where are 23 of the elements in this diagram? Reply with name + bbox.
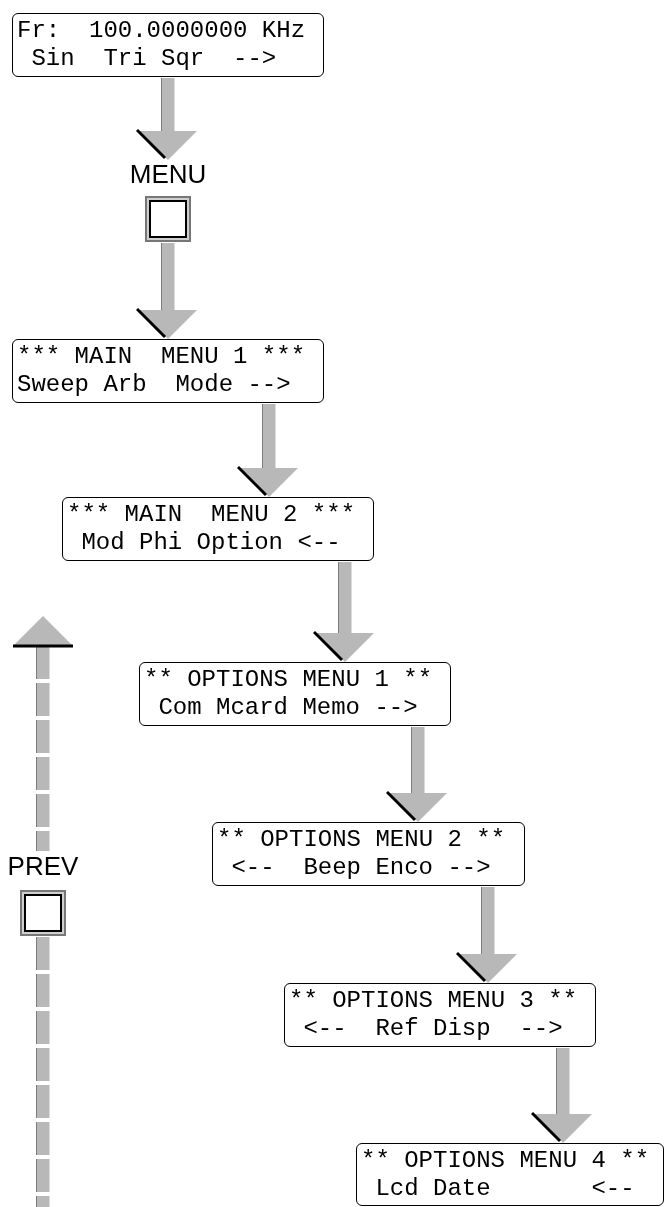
key-label: MENU — [129, 160, 207, 188]
lcd-display — [284, 983, 596, 1047]
key-label: PREV — [7, 852, 79, 880]
lcd-display — [62, 497, 374, 561]
lcd-display — [139, 662, 451, 726]
display-text: ** OPTIONS MENU 3 ** — [289, 987, 579, 1015]
display-text: ** OPTIONS MENU 4 ** — [361, 1146, 651, 1175]
display-text: *** MAIN MENU 2 *** — [67, 501, 357, 529]
display-text: ** OPTIONS MENU 1 ** — [144, 666, 434, 694]
lcd-display — [356, 1143, 664, 1206]
display-text: <-- Beep Enco --> — [230, 854, 492, 882]
display-text: Com Mcard Memo --> — [157, 694, 419, 722]
display-text: *** MAIN MENU 1 *** — [17, 343, 307, 371]
lcd-display — [12, 13, 324, 77]
lcd-display — [12, 339, 324, 403]
display-text: Mod Phi Option <-- — [80, 529, 342, 557]
display-text: ** OPTIONS MENU 2 ** — [217, 826, 507, 854]
display-text: Sin Tri Sqr --> — [30, 45, 278, 73]
display-text: Lcd Date <-- — [374, 1174, 636, 1203]
display-text: <-- Ref Disp --> — [302, 1015, 564, 1043]
display-text: Fr: 100.0000000 KHz — [17, 17, 307, 45]
lcd-display — [212, 822, 525, 886]
display-text: Sweep Arb Mode --> — [17, 371, 292, 399]
